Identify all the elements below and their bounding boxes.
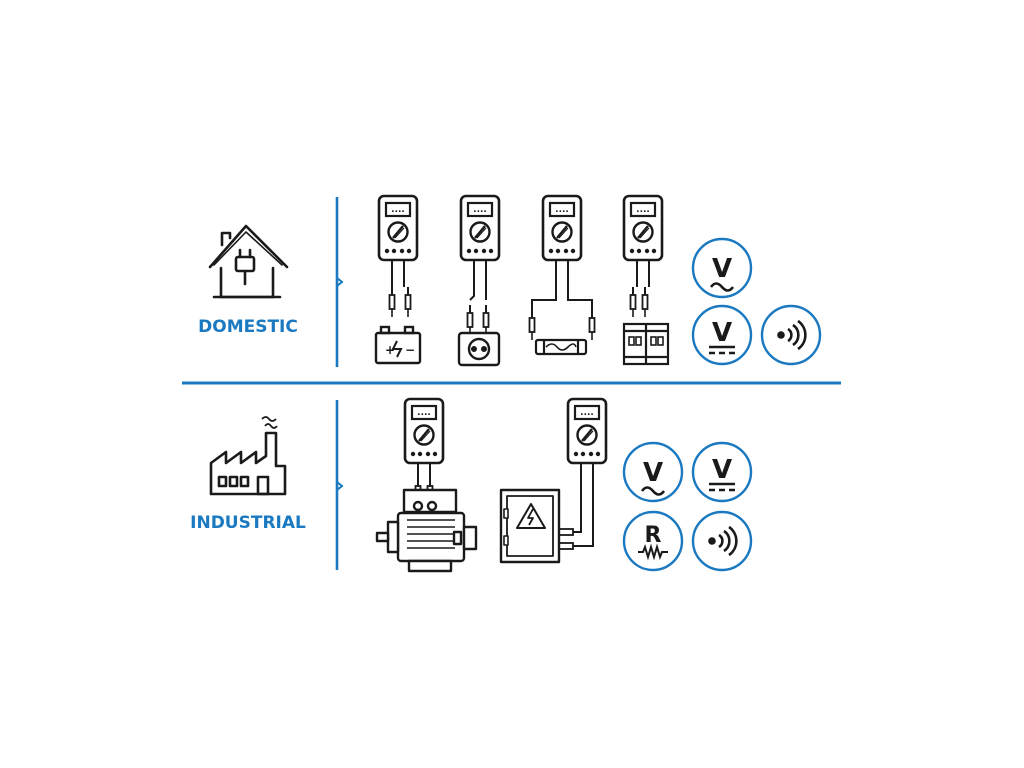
motor-test-setup bbox=[375, 397, 478, 573]
section-dividers bbox=[182, 197, 841, 570]
svg-text:V: V bbox=[712, 254, 732, 284]
svg-text:R: R bbox=[645, 523, 662, 548]
svg-text:V: V bbox=[712, 455, 732, 485]
section-label-industrial: INDUSTRIAL bbox=[190, 513, 306, 533]
electrical-panel-icon bbox=[499, 488, 561, 564]
ac-voltage-icon: V bbox=[691, 237, 753, 299]
factory-icon bbox=[209, 416, 287, 496]
svg-text:V: V bbox=[712, 318, 732, 348]
fuse-icon bbox=[534, 338, 588, 356]
svg-text:V: V bbox=[643, 458, 663, 488]
resistance-icon: R bbox=[622, 510, 684, 572]
battery-icon bbox=[374, 325, 422, 365]
dc-voltage-icon: V bbox=[691, 441, 753, 503]
dc-voltage-icon: V bbox=[691, 304, 753, 366]
battery-test-setup: + − bbox=[374, 194, 422, 365]
breaker-test-setup bbox=[622, 194, 670, 366]
fuse-test-setup bbox=[528, 194, 596, 356]
circuit-breaker-icon bbox=[622, 322, 670, 366]
continuity-icon bbox=[691, 510, 753, 572]
svg-text:+: + bbox=[385, 343, 395, 357]
panel-test-setup bbox=[499, 397, 608, 564]
continuity-icon bbox=[760, 304, 822, 366]
socket-test-setup bbox=[457, 194, 501, 367]
ac-voltage-icon: V bbox=[622, 441, 684, 503]
house-plug-icon bbox=[208, 224, 289, 299]
section-label-domestic: DOMESTIC bbox=[198, 317, 298, 337]
wall-socket-icon bbox=[457, 331, 501, 367]
svg-text:−: − bbox=[405, 343, 415, 357]
electric-motor-icon bbox=[375, 488, 478, 573]
